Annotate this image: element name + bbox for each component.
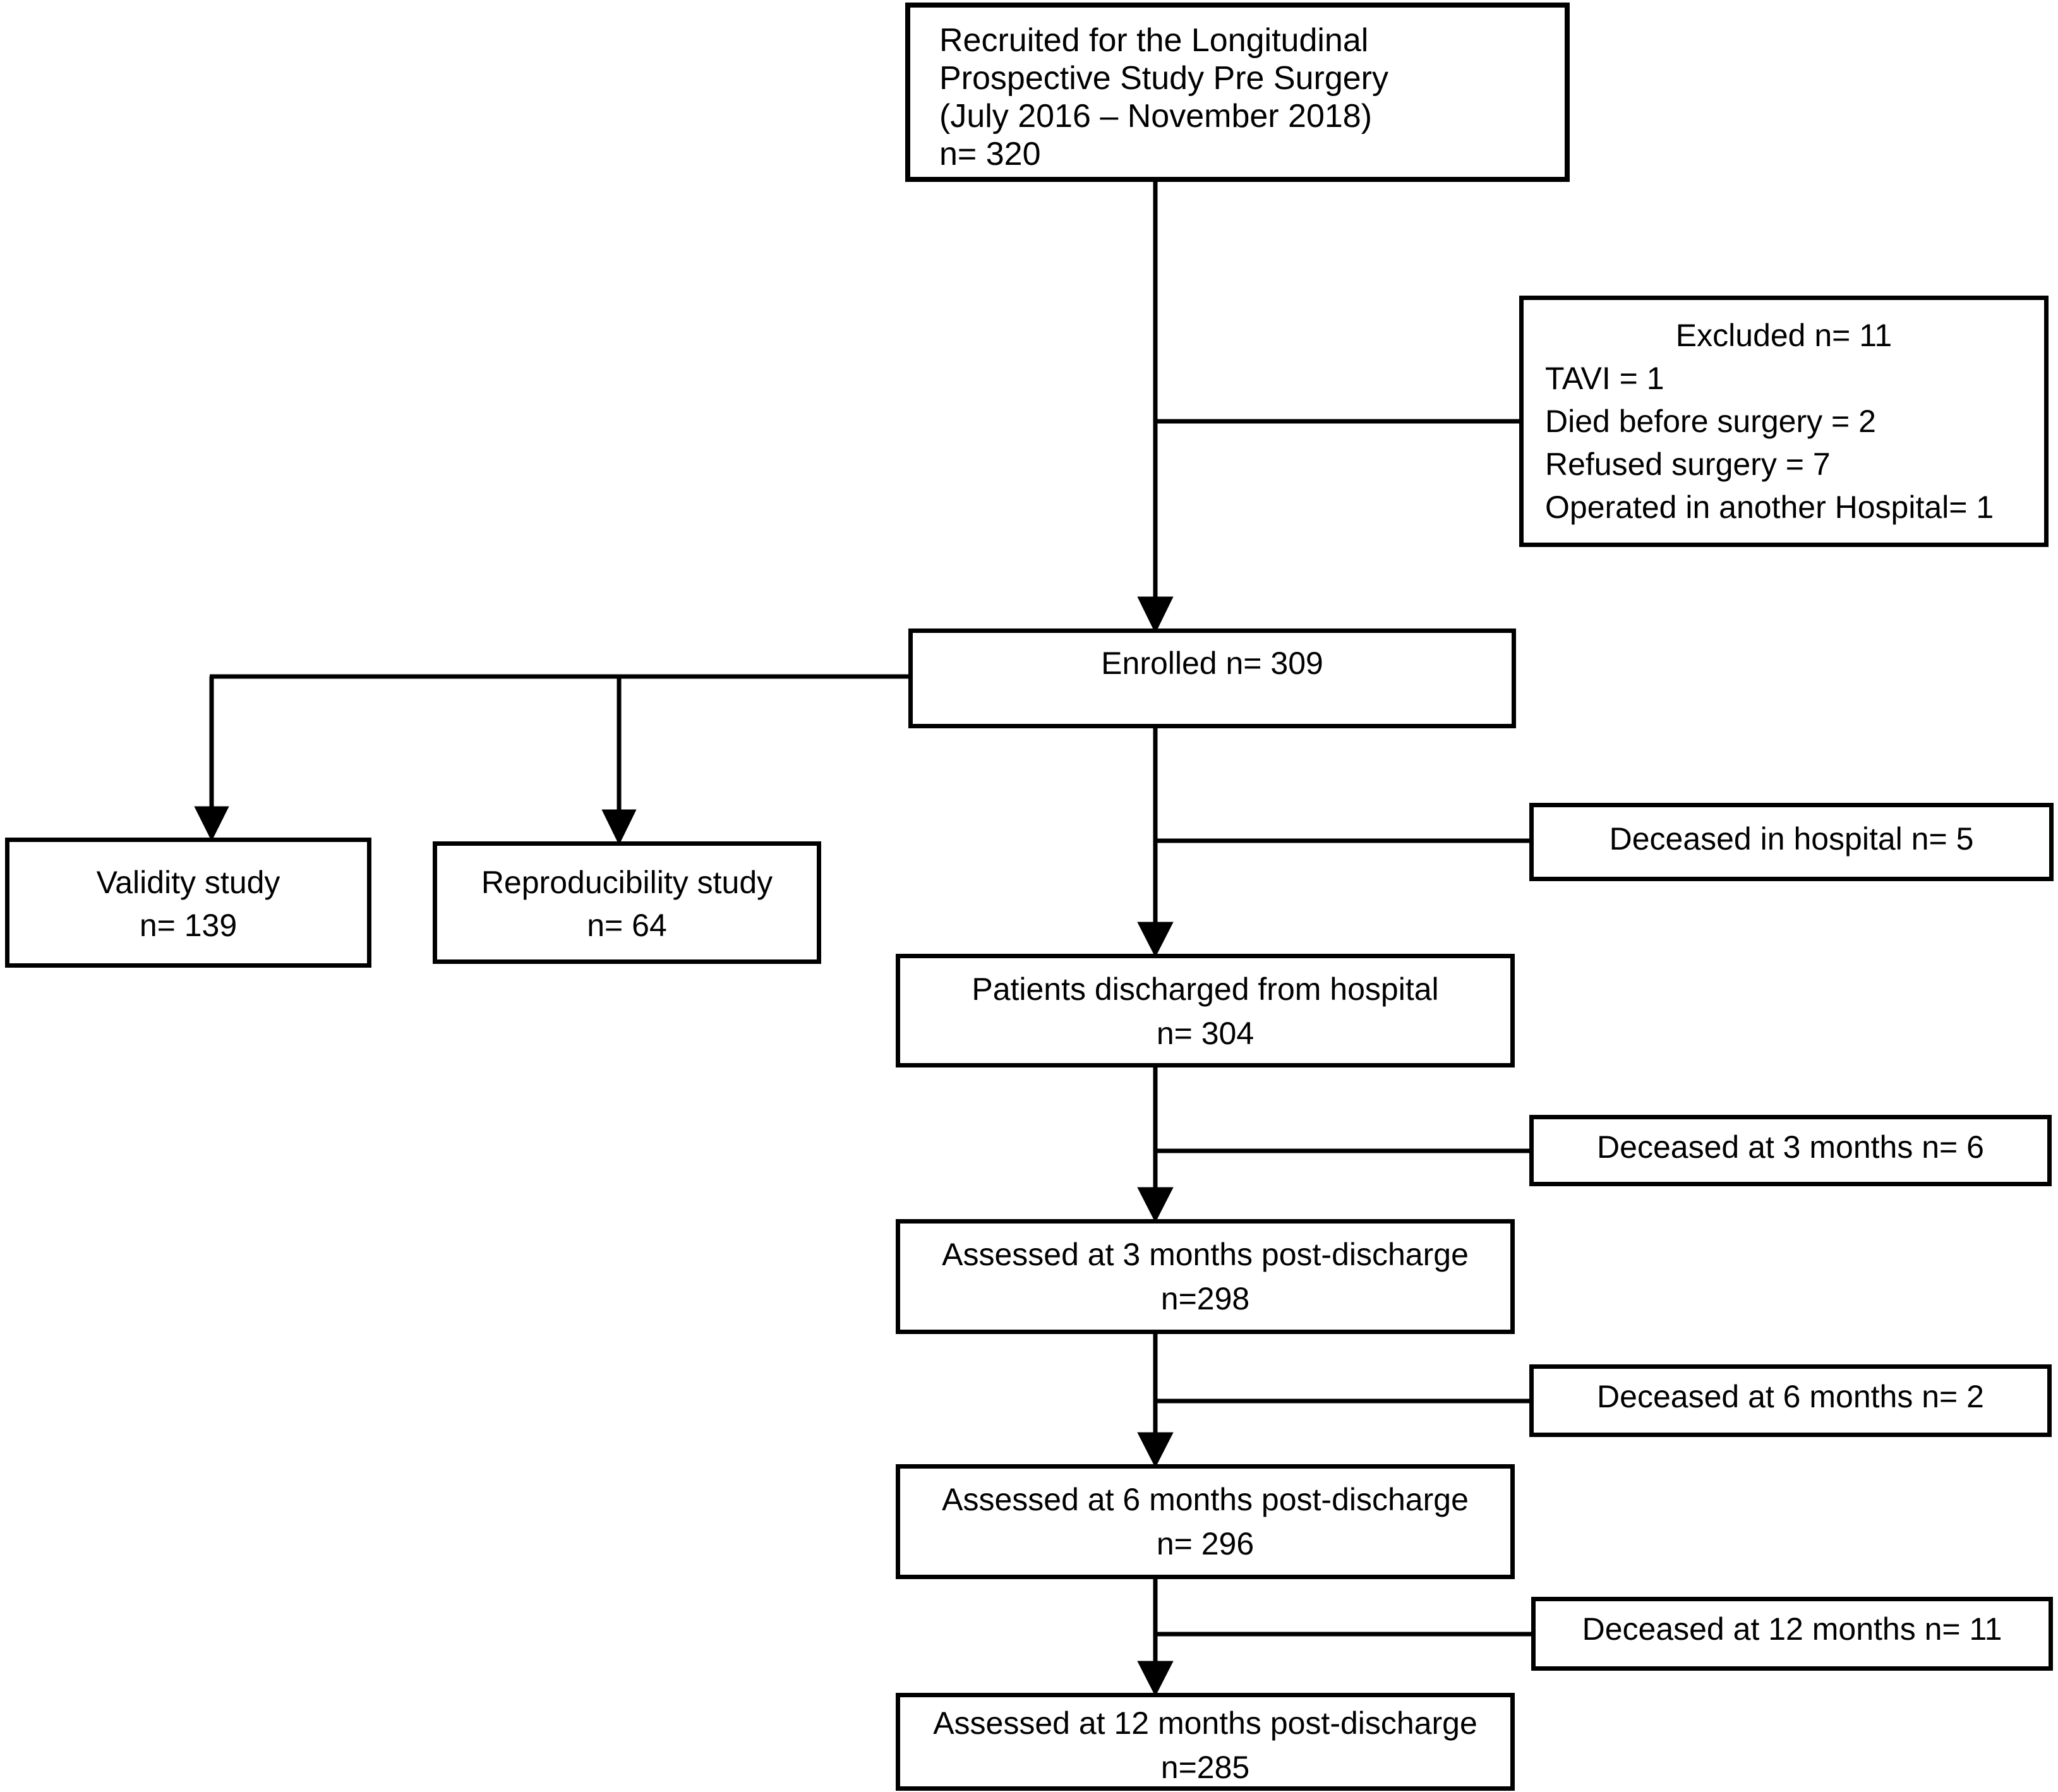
node-reproducibility-line-1: Reproducibility study	[481, 865, 773, 900]
node-deceased-in-hospital-label: Deceased in hospital n= 5	[1609, 821, 1974, 857]
node-assessed-12-months-line-1: Assessed at 12 months post-discharge	[933, 1705, 1477, 1741]
node-assessed-12-months: Assessed at 12 months post-discharge n=2…	[896, 1693, 1515, 1791]
node-recruited-line-2: Prospective Study Pre Surgery	[939, 60, 1388, 97]
node-reproducibility-study: Reproducibility study n= 64	[433, 841, 821, 964]
node-assessed-6-months-line-1: Assessed at 6 months post-discharge	[942, 1482, 1469, 1517]
node-recruited-line-3: (July 2016 – November 2018)	[939, 98, 1373, 135]
arrow-reproducibility-head	[601, 809, 637, 845]
node-validity-line-2: n= 139	[139, 908, 238, 943]
node-assessed-3-months-line-2: n=298	[1160, 1281, 1250, 1316]
node-assessed-3-months-line-1: Assessed at 3 months post-discharge	[942, 1237, 1469, 1272]
arrow-enrolled-discharged-head	[1137, 922, 1174, 958]
node-assessed-6-months-line-2: n= 296	[1156, 1526, 1255, 1561]
node-excluded-title: Excluded n= 11	[1675, 318, 1893, 353]
node-deceased-6-months: Deceased at 6 months n= 2	[1529, 1364, 2052, 1437]
node-deceased-12-months-label: Deceased at 12 months n= 11	[1582, 1611, 2002, 1647]
node-excluded-item-1: TAVI = 1	[1545, 361, 1664, 396]
node-excluded-item-3: Refused surgery = 7	[1545, 447, 1831, 482]
arrow-assessed3m-assessed6m-head	[1137, 1432, 1174, 1468]
arrow-assessed6m-assessed12m-head	[1137, 1661, 1174, 1697]
node-recruited: Recruited for the Longitudinal Prospecti…	[905, 3, 1570, 182]
node-excluded-item-2: Died before surgery = 2	[1545, 404, 1876, 439]
node-discharged: Patients discharged from hospital n= 304	[896, 954, 1515, 1067]
node-deceased-3-months: Deceased at 3 months n= 6	[1529, 1115, 2052, 1186]
node-deceased-3-months-label: Deceased at 3 months n= 6	[1597, 1129, 1984, 1165]
arrow-validity-head	[194, 806, 229, 841]
node-reproducibility-line-2: n= 64	[587, 908, 667, 943]
node-validity-line-1: Validity study	[96, 865, 280, 900]
node-enrolled-label: Enrolled n= 309	[1101, 646, 1323, 681]
node-excluded: Excluded n= 11 TAVI = 1 Died before surg…	[1519, 296, 2049, 547]
node-deceased-in-hospital: Deceased in hospital n= 5	[1529, 803, 2054, 881]
node-deceased-12-months: Deceased at 12 months n= 11	[1531, 1597, 2053, 1671]
node-validity-study: Validity study n= 139	[5, 838, 371, 968]
node-discharged-line-1: Patients discharged from hospital	[972, 971, 1439, 1007]
node-recruited-line-1: Recruited for the Longitudinal	[939, 22, 1369, 59]
node-excluded-item-4: Operated in another Hospital= 1	[1545, 490, 1994, 525]
node-recruited-line-4: n= 320	[939, 136, 1041, 172]
node-deceased-6-months-label: Deceased at 6 months n= 2	[1597, 1379, 1984, 1414]
arrow-discharged-assessed3m-head	[1137, 1187, 1174, 1223]
node-assessed-12-months-line-2: n=285	[1160, 1750, 1250, 1785]
node-assessed-3-months: Assessed at 3 months post-discharge n=29…	[896, 1219, 1515, 1334]
arrow-recruited-enrolled-head	[1137, 596, 1174, 634]
node-assessed-6-months: Assessed at 6 months post-discharge n= 2…	[896, 1464, 1515, 1579]
node-discharged-line-2: n= 304	[1156, 1016, 1255, 1051]
node-enrolled: Enrolled n= 309	[908, 628, 1516, 728]
